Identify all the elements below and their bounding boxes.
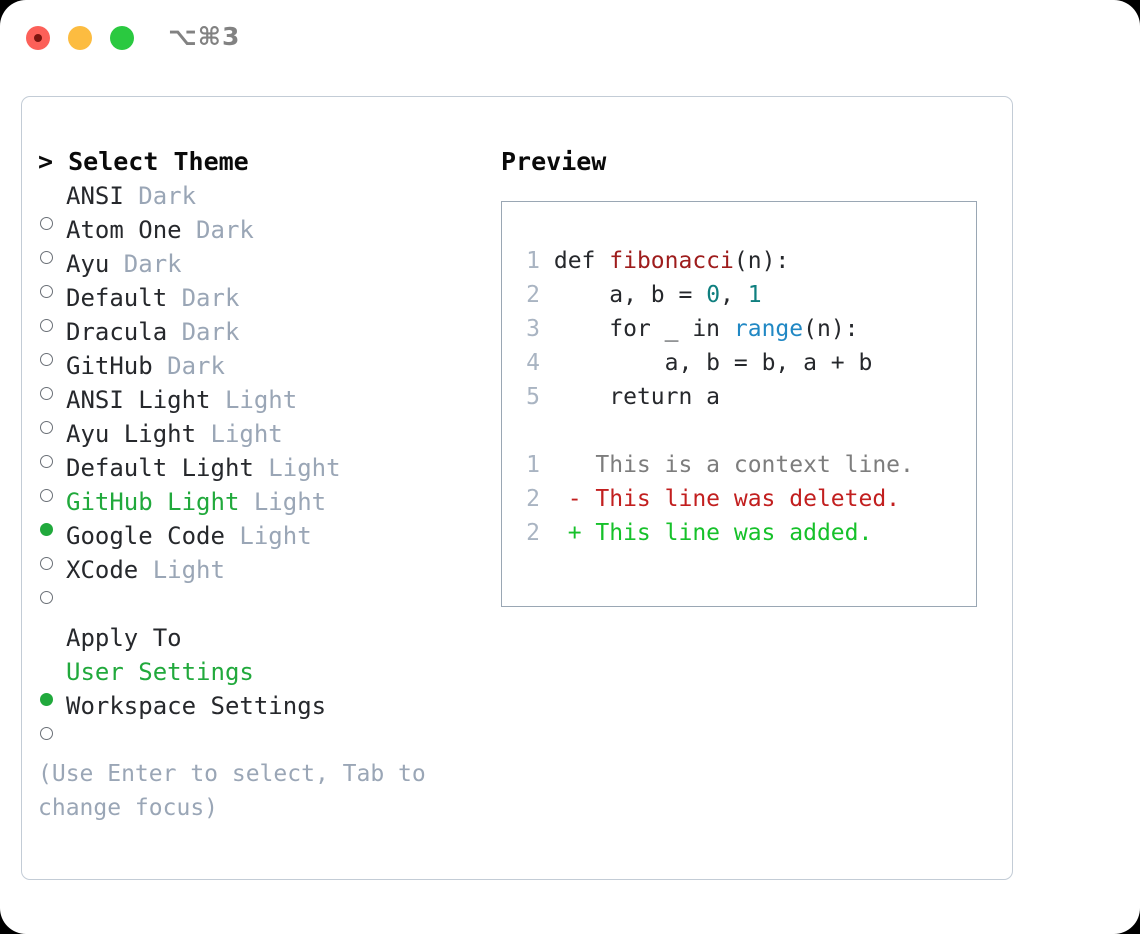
line-number: 3 — [526, 316, 540, 342]
code-token: (n): — [733, 248, 790, 274]
theme-option[interactable]: ANSI Light Light — [38, 383, 478, 434]
code-token: return a — [553, 384, 721, 410]
line-number: 4 — [526, 350, 540, 376]
title-bar: ⌥⌘3 — [0, 0, 1140, 78]
line-number: 1 — [526, 452, 540, 478]
theme-option-variant: Dark — [181, 216, 254, 244]
maximize-button[interactable] — [110, 26, 134, 50]
diff-text: This line was added. — [595, 520, 873, 546]
theme-option[interactable]: Default Dark — [38, 281, 478, 332]
window-controls — [26, 26, 134, 50]
diff-sample: 1 This is a context line.2 - This line w… — [518, 448, 976, 550]
theme-option[interactable]: GitHub Light Light — [38, 485, 478, 536]
theme-option[interactable]: Ayu Light Light — [38, 417, 478, 468]
theme-option-label: ANSI Light — [66, 386, 211, 414]
theme-option[interactable]: Ayu Dark — [38, 247, 478, 298]
apply-to-option-label: Workspace Settings — [66, 692, 327, 720]
code-line: 2 a, b = 0, 1 — [518, 278, 976, 312]
diff-line-deleted: 2 - This line was deleted. — [518, 482, 976, 516]
list-spacer — [38, 587, 478, 621]
code-token: , — [720, 282, 748, 308]
theme-option-label: Default — [66, 284, 168, 312]
line-number: 1 — [526, 248, 540, 274]
theme-option[interactable]: Google Code Light — [38, 519, 478, 570]
theme-option-label: XCode — [66, 556, 139, 584]
theme-option-label: Dracula — [66, 318, 168, 346]
diff-text: This is a context line. — [595, 452, 914, 478]
code-diff-gap — [518, 414, 976, 448]
select-theme-heading: > Select Theme — [38, 147, 249, 176]
diff-sign: + — [540, 520, 596, 546]
theme-option-label: ANSI — [66, 182, 124, 210]
code-token: for _ in — [553, 316, 734, 342]
line-number: 2 — [526, 486, 540, 512]
diff-sign: - — [540, 486, 596, 512]
apply-to-option-label: User Settings — [66, 658, 254, 686]
theme-option-variant: Dark — [167, 284, 240, 312]
diff-line-context: 1 This is a context line. — [518, 448, 976, 482]
keyboard-hint-text: (Use Enter to select, Tab to change focu… — [38, 761, 440, 821]
code-token: fibonacci — [609, 248, 734, 274]
theme-option-variant: Light — [253, 454, 341, 482]
code-line: 5 return a — [518, 380, 976, 414]
theme-option[interactable]: GitHub Dark — [38, 349, 478, 400]
theme-option-variant: Dark — [167, 318, 240, 346]
theme-option-label: Ayu Light — [66, 420, 197, 448]
theme-option[interactable]: Dracula Dark — [38, 315, 478, 366]
theme-option-label: Ayu — [66, 250, 110, 278]
code-token: def — [553, 248, 610, 274]
diff-text: This line was deleted. — [595, 486, 901, 512]
code-line: 1 def fibonacci(n): — [518, 244, 976, 278]
code-token: a, b = — [553, 282, 707, 308]
theme-option-variant: Dark — [152, 352, 225, 380]
code-line: 3 for _ in range(n): — [518, 312, 976, 346]
theme-option[interactable]: Default Light Light — [38, 451, 478, 502]
code-token: (n): — [803, 316, 859, 342]
theme-option-label: Atom One — [66, 216, 182, 244]
code-line: 4 a, b = b, a + b — [518, 346, 976, 380]
diff-line-added: 2 + This line was added. — [518, 516, 976, 550]
theme-option-variant: Light — [224, 522, 312, 550]
diff-sign — [540, 452, 595, 478]
keyboard-shortcut-label: ⌥⌘3 — [168, 22, 241, 51]
theme-option-variant: Light — [210, 386, 298, 414]
theme-option[interactable]: XCode Light — [38, 553, 478, 604]
theme-option-label: GitHub — [66, 352, 153, 380]
preview-heading: Preview — [501, 147, 607, 176]
preview-column: Preview 1 def fibonacci(n):2 a, b = 0, 1… — [501, 145, 991, 607]
close-button[interactable] — [26, 26, 50, 50]
theme-option-variant: Light — [138, 556, 225, 584]
line-number: 2 — [526, 520, 540, 546]
apply-to-option[interactable]: User Settings — [38, 655, 478, 706]
line-number: 5 — [526, 384, 540, 410]
theme-option-variant: Dark — [109, 250, 182, 278]
theme-option-label: Google Code — [66, 522, 225, 550]
minimize-button[interactable] — [68, 26, 92, 50]
apply-to-option[interactable]: Workspace Settings — [38, 689, 478, 740]
theme-option-label: Default Light — [66, 454, 254, 482]
theme-option-variant: Light — [239, 488, 327, 516]
line-number: 2 — [526, 282, 540, 308]
code-token: 0 — [706, 282, 721, 308]
theme-option-label: GitHub Light — [66, 488, 240, 516]
code-token: range — [733, 316, 804, 342]
theme-option-variant: Light — [196, 420, 283, 448]
apply-to-heading: Apply To — [66, 624, 182, 652]
code-token: 1 — [747, 282, 762, 308]
code-token: a, b = b, a + b — [553, 350, 873, 376]
theme-option[interactable]: Atom One Dark — [38, 213, 478, 264]
theme-option-variant: Dark — [123, 182, 197, 210]
theme-option[interactable]: ANSI Dark — [38, 179, 478, 230]
